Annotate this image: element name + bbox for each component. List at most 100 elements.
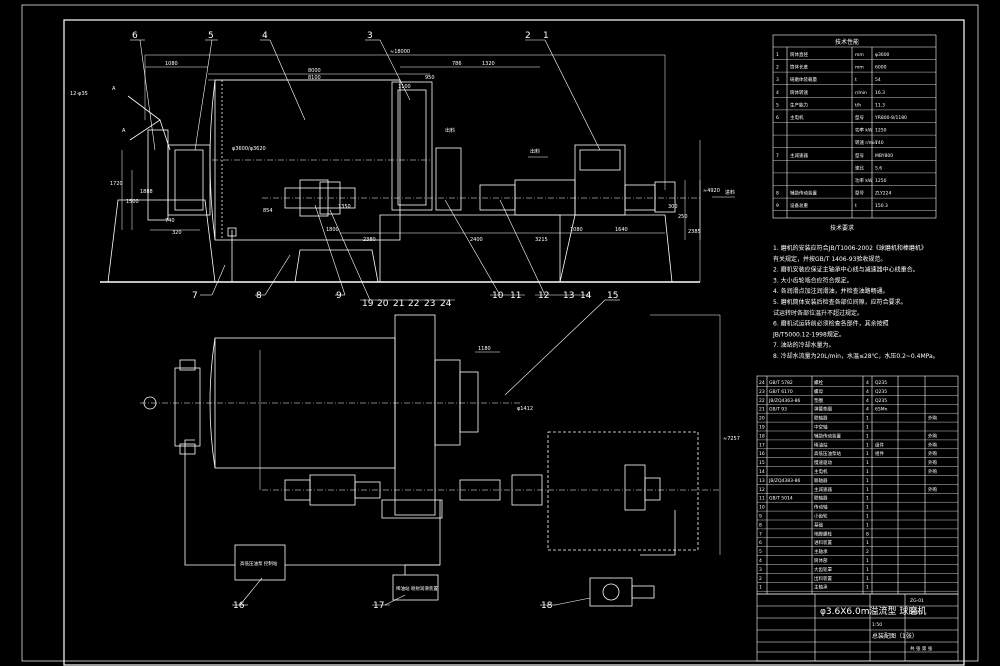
parts-row-cell: GB/T 93 (769, 407, 787, 413)
parts-row-cell: 1 (866, 442, 869, 448)
parts-row-cell: 联轴器 (814, 477, 828, 484)
callout-9: 9 (336, 291, 342, 301)
dim-1800: 1800 (326, 227, 339, 233)
tech-row-cell: t (855, 203, 857, 209)
parts-row-cell: GB/T 6170 (769, 389, 793, 395)
parts-row-cell: 慢速驱动 (814, 459, 832, 466)
callout-7: 7 (192, 291, 198, 301)
dim-2400: 2400 (470, 237, 483, 243)
parts-row-cell: 主电机 (814, 468, 828, 475)
dim-786: 786 (452, 61, 462, 67)
parts-row-cell: 16 (759, 451, 765, 457)
tech-row-cell: 转速 r/min (855, 139, 877, 146)
parts-row-cell: 24 (759, 380, 765, 386)
requirement-line: 4. 各润滑点加注润滑油，并检查油路畅通。 (773, 287, 889, 295)
parts-row-cell: 1 (866, 425, 869, 431)
callout-2: 2 (525, 31, 531, 41)
parts-row-cell: 3 (759, 567, 762, 573)
parts-row-cell: 6 (759, 540, 762, 546)
tech-row-cell: 4 (776, 90, 779, 96)
inner-border (63, 19, 965, 666)
parts-row-cell: 9 (759, 514, 762, 520)
parts-row-cell: 1 (866, 469, 869, 475)
parts-row-cell: 1 (759, 585, 762, 591)
parts-row-cell: 外购 (928, 441, 937, 448)
parts-row-cell: 4 (866, 380, 869, 386)
parts-row-cell: 1 (866, 514, 869, 520)
parts-row-cell: 小齿轮 (814, 513, 828, 520)
tech-table-frame (772, 34, 937, 219)
parts-row-cell: 大齿轮罩 (814, 566, 832, 573)
flow-label-1: 出料 (530, 148, 540, 155)
parts-list-frame (756, 375, 959, 595)
parts-row-cell: 螺母 (814, 388, 823, 395)
parts-row-cell: 19 (759, 425, 765, 431)
callout-11: 11 (510, 291, 521, 301)
tech-row-cell: 1250 (875, 128, 887, 134)
tech-row-cell: t/h (855, 102, 861, 108)
parts-row-cell: 4 (866, 389, 869, 395)
parts-row-cell: 弹簧垫圈 (814, 406, 832, 413)
requirement-line: 2. 磨机安装应保证主轴承中心线与减速器中心线重合。 (773, 266, 919, 274)
tech-row-cell: YR800-8/1180 (874, 115, 907, 121)
parts-row-cell: 8 (866, 531, 869, 537)
parts-row-cell: 12 (759, 487, 765, 493)
callout-17: 17 (373, 601, 384, 611)
parts-row-cell: 1 (866, 478, 869, 484)
callout-5: 5 (208, 31, 214, 41)
callout-20: 20 (377, 299, 389, 309)
parts-row-cell: 4 (759, 558, 762, 564)
dim-1080: 1080 (165, 61, 178, 67)
lube-station-box (392, 574, 439, 601)
parts-row-cell: 20 (759, 416, 765, 422)
parts-row-cell: 主减速器 (814, 486, 832, 493)
parts-row-cell: 外购 (928, 432, 937, 439)
callout-1: 1 (543, 31, 549, 41)
tech-row-cell: 1250 (875, 178, 887, 184)
tech-row-cell: 筒体直径 (790, 51, 808, 58)
requirement-line: 3. 大小齿轮啮合应符合规定。 (773, 276, 853, 284)
tech-row-cell: 筒体转速 (790, 89, 808, 96)
parts-row-cell: 稀油站 (814, 441, 828, 448)
dim-1640: 1640 (615, 227, 628, 233)
parts-row-cell: 1 (866, 558, 869, 564)
elevation-leaders (130, 39, 601, 301)
parts-row-cell: 15 (759, 460, 765, 466)
parts-row-cell: 4 (866, 407, 869, 413)
parts-row-cell: 组件 (875, 450, 884, 457)
parts-row-cell: 1 (866, 505, 869, 511)
lube-station-label: 稀油站 喷射润滑装置 (396, 585, 438, 592)
tech-row-cell: 型号 (855, 152, 864, 159)
parts-row-cell: 进料装置 (814, 539, 832, 546)
requirement-line: 7. 油站的冷却水量为。 (773, 341, 835, 349)
parts-row-cell: 21 (759, 407, 765, 413)
tech-row-cell: 速比 (855, 164, 864, 171)
parts-row-cell: Q235 (875, 398, 887, 404)
callout-8: 8 (256, 291, 262, 301)
tech-row-cell: 3 (776, 77, 779, 83)
parts-row-cell: 23 (759, 389, 765, 395)
callout-18: 18 (541, 601, 553, 611)
parts-row-cell: 联轴器 (814, 415, 828, 422)
callout-16: 16 (233, 601, 245, 611)
tech-row-cell: 5 (776, 102, 779, 108)
parts-row-cell: 14 (759, 469, 765, 475)
flow-label-3: 出料 (445, 127, 455, 134)
parts-row-cell: GB/T 5014 (769, 496, 793, 502)
callout-19: 19 (362, 299, 374, 309)
oil-pump-station-box (234, 544, 286, 581)
tech-row-cell: 11.3 (875, 102, 885, 108)
tech-row-cell: 2 (776, 65, 779, 71)
dim-1500: 1500 (126, 199, 139, 205)
parts-row-cell: 11 (759, 496, 765, 502)
tech-row-cell: 辅助传动装置 (790, 190, 817, 197)
parts-row-cell: 组件 (875, 441, 884, 448)
drawing-weight: 150.3 (910, 610, 923, 616)
parts-row-cell: 1 (866, 460, 869, 466)
dim-1888: 1888 (140, 189, 153, 195)
parts-row-cell: 1 (866, 585, 869, 591)
tech-row-cell: MBY800 (875, 153, 893, 159)
tech-row-cell: 6 (776, 115, 779, 121)
callout-4: 4 (262, 31, 268, 41)
